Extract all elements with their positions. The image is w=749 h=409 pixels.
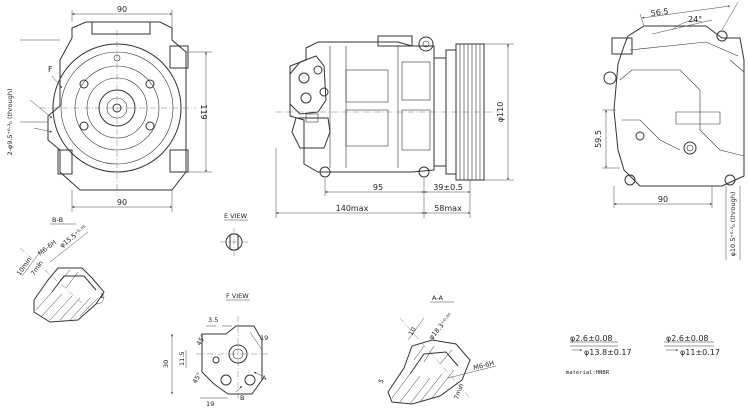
side-dim-140max: 140max xyxy=(336,204,369,213)
front-dim-bottom-90: 90 xyxy=(117,198,127,207)
spec1-line2: φ13.8±0.17 xyxy=(584,348,632,357)
f-view-label-a: A xyxy=(262,374,267,382)
section-bb-dim-15-5: φ15.5⁺⁰·⁰⁵ xyxy=(58,223,89,249)
spec2-line2: φ11±0.17 xyxy=(680,348,720,357)
side-view: φ110 95 39±0.5 140max 58max xyxy=(275,35,514,218)
section-aa: A-A 10 φ18.3⁺⁰·⁰⁵ M6-6H 5 7min xyxy=(377,294,497,405)
rear-dim-59-5: 59.5 xyxy=(594,130,603,148)
side-dim-58max: 58max xyxy=(434,204,462,213)
rear-dim-width-90: 90 xyxy=(658,195,668,204)
f-view-title: F VIEW xyxy=(226,292,249,300)
section-aa-dim-18-3: φ18.3⁺⁰·⁰⁵ xyxy=(427,311,454,341)
section-bb: B-B φ15.5⁺⁰·⁰⁵ M6-6H 10min 7min 2 xyxy=(15,216,105,323)
section-aa-title: A-A xyxy=(432,294,444,302)
rear-view: 56.5 24° 59.5 90 φ10.5⁺⁰·³₀ (through) xyxy=(594,1,745,260)
front-dim-mount-holes: 2-φ9.5⁺⁰·³₀ (through) xyxy=(6,88,14,155)
f-view-dim-45-bottom: 45° xyxy=(191,371,204,385)
section-bb-thread: M6-6H xyxy=(36,238,58,257)
spec1-line1: φ2.6±0.08 xyxy=(570,334,613,343)
f-view: F VIEW 3.5 19 45° 11.5 30 45° 19 A B xyxy=(162,292,268,408)
e-view: E VIEW xyxy=(220,212,248,256)
f-view-dim-3-5: 3.5 xyxy=(208,316,218,324)
side-dim-diameter-110: φ110 xyxy=(496,102,505,123)
e-view-title: E VIEW xyxy=(224,212,248,220)
section-aa-thread: M6-6H xyxy=(473,359,496,372)
f-view-dim-19-top: 19 xyxy=(260,334,268,342)
rear-dim-56-5: 56.5 xyxy=(650,7,669,18)
front-label-f: F xyxy=(48,65,53,74)
side-dim-95: 95 xyxy=(373,183,383,192)
section-bb-dim-2: 2 xyxy=(100,292,104,300)
section-bb-title: B-B xyxy=(52,216,63,224)
f-view-dim-30: 30 xyxy=(162,360,170,368)
rear-dim-angle-24: 24° xyxy=(688,15,702,24)
section-aa-dim-5: 5 xyxy=(377,377,386,385)
material-note: material:HNBR xyxy=(566,370,610,376)
rear-dim-hole-10-5: φ10.5⁺⁰·³₀ (through) xyxy=(729,192,737,257)
f-view-dim-19-bottom: 19 xyxy=(206,400,214,408)
spec2-line1: φ2.6±0.08 xyxy=(666,334,709,343)
f-view-dim-45-top: 45° xyxy=(195,333,208,347)
port-specs: φ2.6±0.08 φ13.8±0.17 φ2.6±0.08 φ11±0.17 … xyxy=(566,334,720,376)
side-dim-39: 39±0.5 xyxy=(433,183,463,192)
f-view-dim-11-5: 11.5 xyxy=(178,352,186,366)
section-aa-dim-10: 10 xyxy=(407,326,418,337)
front-view: 90 90 119 2-φ9.5⁺⁰·³₀ (through) F xyxy=(6,5,212,212)
front-dim-top-90: 90 xyxy=(117,5,127,14)
front-dim-height-119: 119 xyxy=(199,104,208,119)
f-view-label-b: B xyxy=(240,394,244,402)
